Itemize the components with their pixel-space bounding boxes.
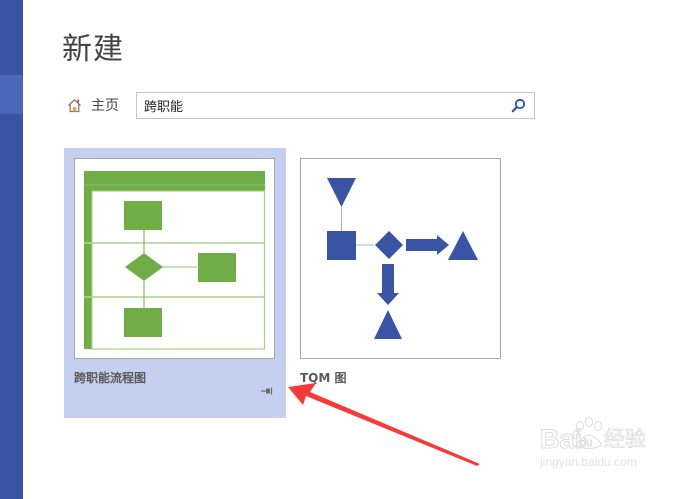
search-icon[interactable] [511, 98, 526, 113]
home-link[interactable]: 主页 [91, 98, 119, 114]
baidu-paw-icon: Bai du 经验 jingyan.baidu.com [540, 417, 646, 469]
watermark: Bai du 经验 jingyan.baidu.com [540, 416, 685, 496]
template-thumbnail [300, 158, 501, 359]
sidebar [0, 0, 23, 499]
search-box [136, 92, 535, 119]
svg-text:du: du [580, 437, 592, 449]
pin-icon[interactable] [261, 380, 273, 395]
svg-text:Bai: Bai [540, 424, 582, 454]
svg-text:经验: 经验 [604, 427, 646, 451]
home-icon[interactable] [67, 98, 82, 113]
page-title: 新建 [62, 32, 124, 67]
svg-text:jingyan.baidu.com: jingyan.baidu.com [540, 455, 637, 469]
breadcrumb: 主页 [67, 95, 119, 115]
cross-functional-flowchart-icon [84, 171, 266, 350]
search-input[interactable] [144, 93, 504, 118]
template-card-cross-functional-flowchart[interactable]: 跨职能流程图 [64, 148, 286, 418]
template-card-tqm-diagram[interactable]: TQM 图 [290, 148, 512, 418]
template-label: TQM 图 [300, 371, 347, 385]
template-thumbnail [74, 158, 275, 359]
template-label: 跨职能流程图 [74, 371, 147, 385]
tqm-diagram-icon [327, 178, 478, 339]
sidebar-item-new[interactable] [0, 75, 23, 114]
